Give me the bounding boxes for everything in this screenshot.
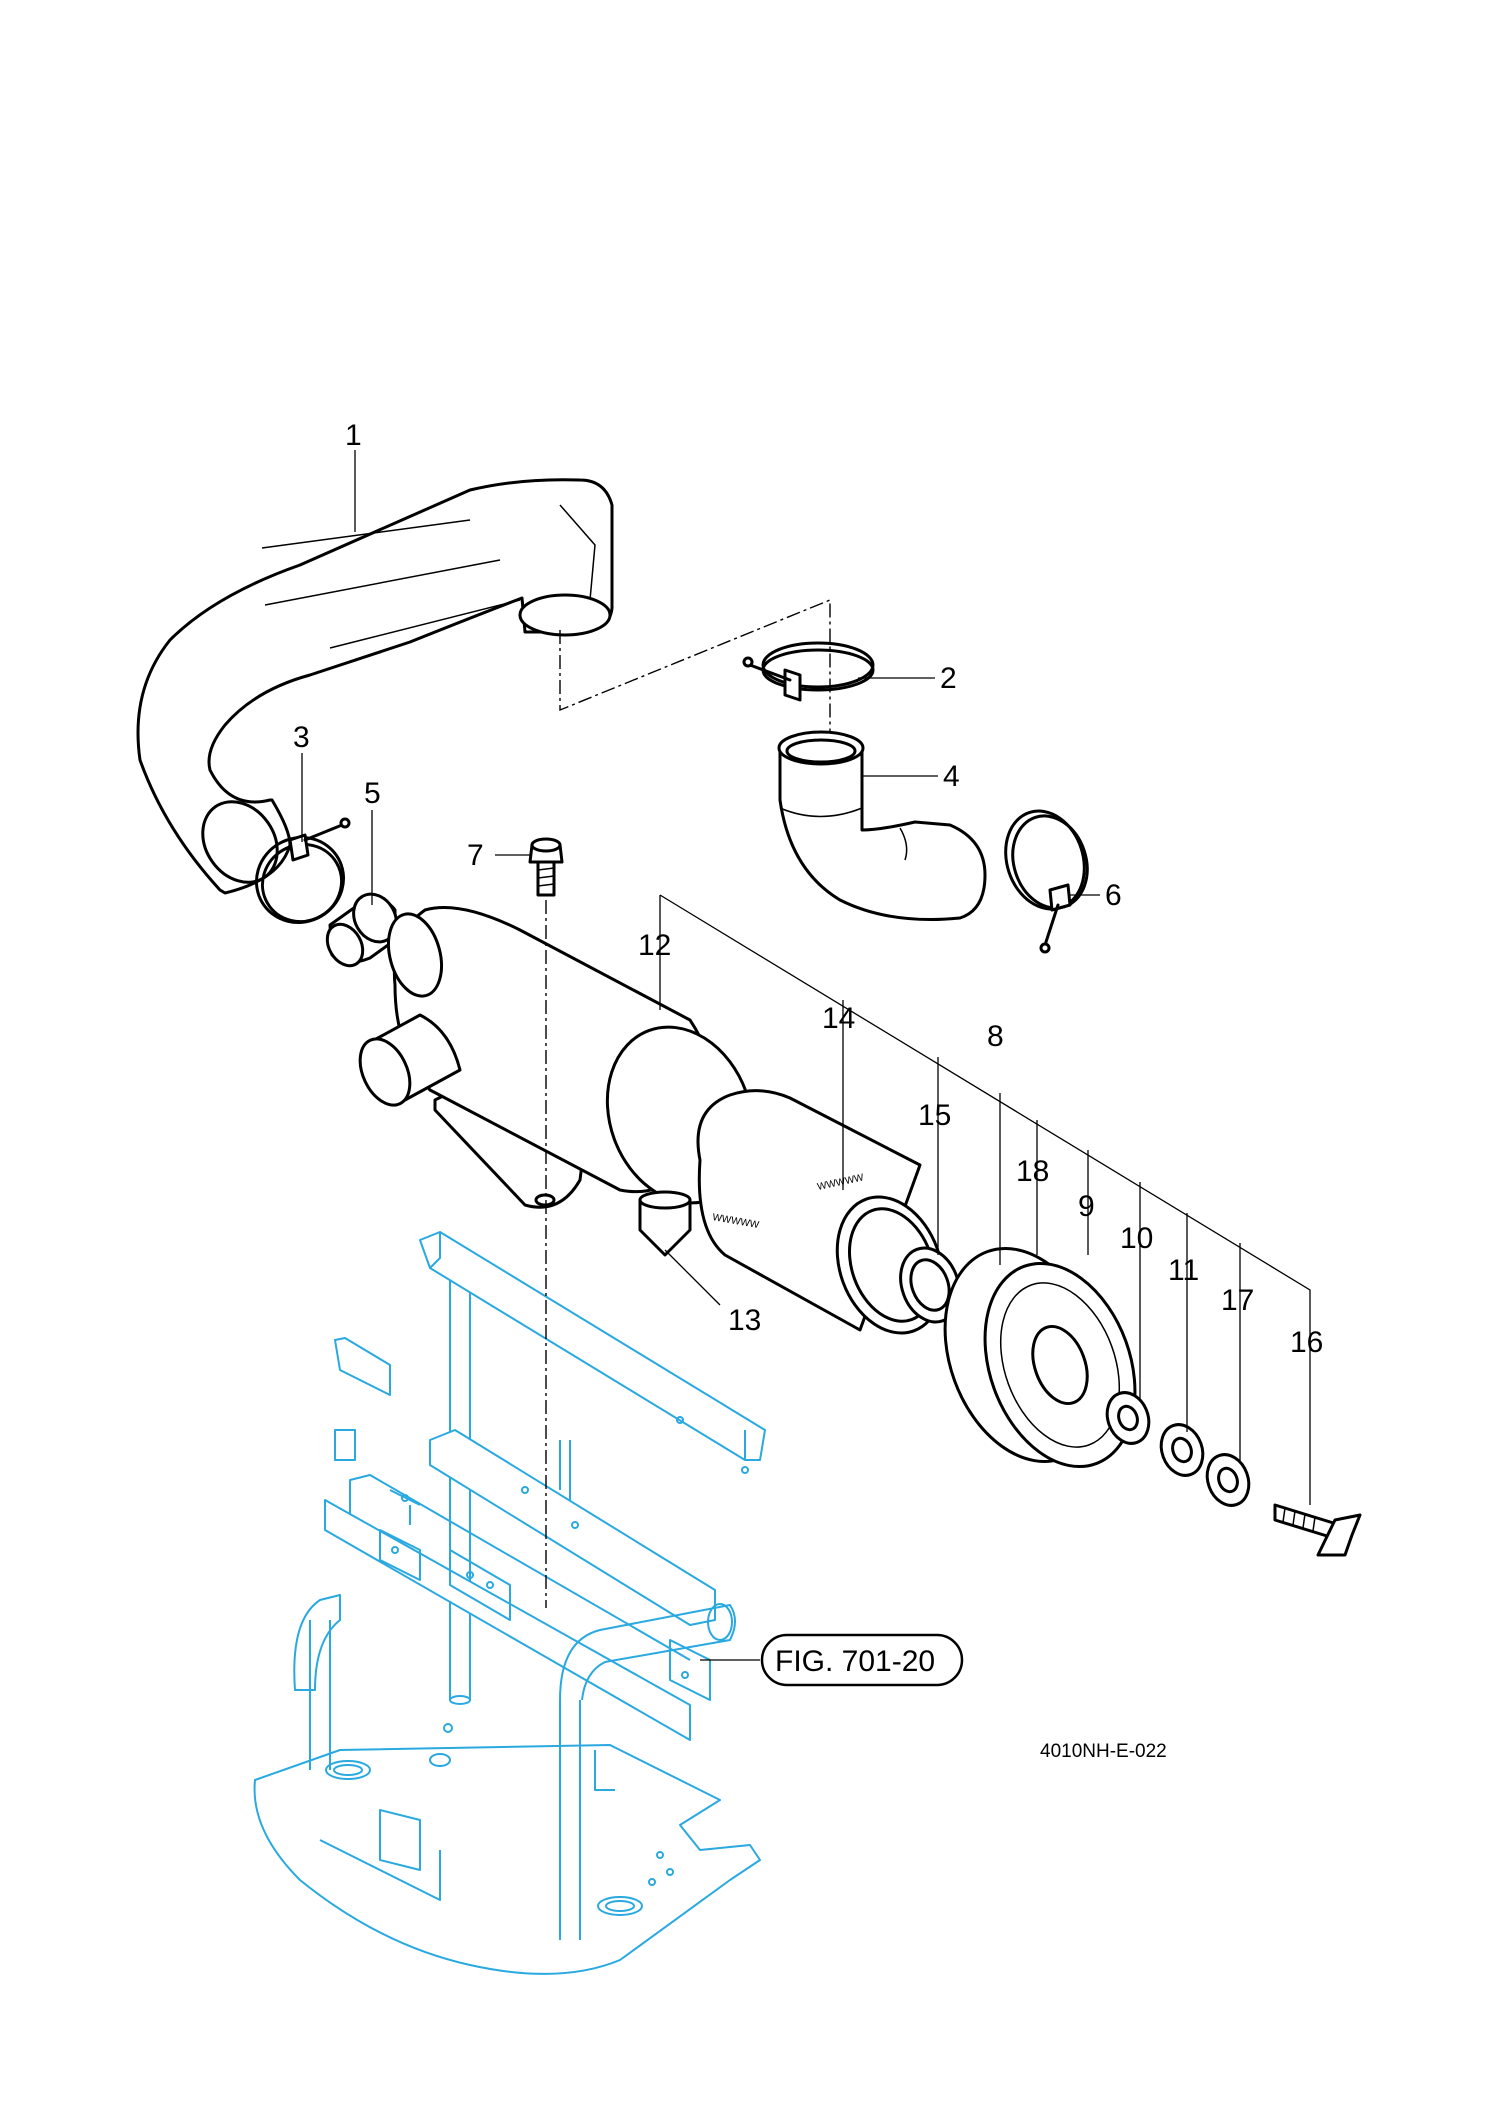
callout-6: 6 (1105, 879, 1122, 912)
callout-13: 13 (728, 1304, 761, 1337)
assembly-centerline-duct (559, 598, 831, 760)
callout-4: 4 (943, 760, 960, 793)
callout-8: 8 (987, 1020, 1004, 1053)
drawing-code: 4010NH-E-022 (1040, 1741, 1167, 1762)
leader-lines (301, 450, 1311, 1661)
washer-11 (1159, 1423, 1205, 1477)
wing-bolt (1273, 1503, 1362, 1557)
callout-14: 14 (822, 1002, 855, 1035)
figure-reference: FIG. 701-20 (760, 1633, 964, 1687)
callout-16: 16 (1290, 1326, 1323, 1359)
callout-3: 3 (293, 721, 310, 754)
bolt (528, 837, 564, 897)
callout-2: 2 (940, 662, 957, 695)
sleeve (325, 892, 398, 968)
callout-1: 1 (345, 419, 362, 452)
callout-5: 5 (364, 777, 381, 810)
callout-10: 10 (1120, 1222, 1153, 1255)
hose-clamp-upper (742, 641, 875, 702)
washer-10 (1105, 1391, 1151, 1445)
end-cover (943, 1246, 1137, 1469)
callout-7: 7 (467, 839, 484, 872)
callout-17: 17 (1221, 1284, 1254, 1317)
washer-17 (1205, 1453, 1251, 1507)
callout-15: 15 (918, 1099, 951, 1132)
intake-duct (136, 478, 614, 895)
callout-12: 12 (638, 929, 671, 962)
callout-labels: 1 2 3 4 5 6 7 12 8 14 15 18 9 10 11 17 1… (293, 419, 1323, 1359)
callout-11: 11 (1168, 1254, 1199, 1287)
figure-reference-label: FIG. 701-20 (775, 1645, 935, 1678)
mounting-frame (253, 1231, 766, 1975)
filter-gasket (899, 1246, 961, 1324)
callout-18: 18 (1016, 1155, 1049, 1188)
callout-9: 9 (1078, 1190, 1095, 1223)
hose-clamp-right (1004, 809, 1089, 954)
elbow-hose (777, 730, 987, 921)
hose-clamp-left (254, 817, 351, 925)
